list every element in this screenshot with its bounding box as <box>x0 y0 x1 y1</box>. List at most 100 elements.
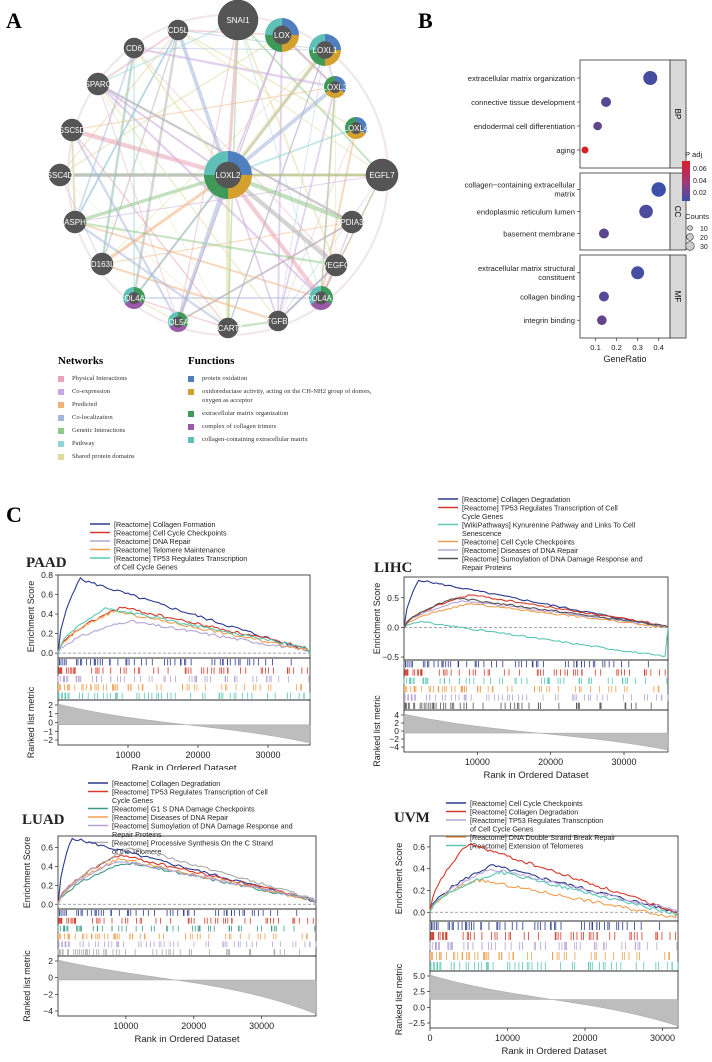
es-curve <box>57 862 317 905</box>
y-tick-label: 0.8 <box>41 570 53 580</box>
es-curve <box>57 577 311 654</box>
dot-point <box>639 204 653 219</box>
rank-tick-label: 0 <box>394 726 399 736</box>
node-circle <box>365 158 399 192</box>
legend-swatch <box>58 428 64 434</box>
hit-row <box>58 692 311 699</box>
term-label: constituent <box>538 273 576 282</box>
facet-strip <box>669 59 687 169</box>
legend-label: [WikiPathways] Kynurenine Pathway and Li… <box>462 521 636 530</box>
term-label: basement membrane <box>503 230 575 239</box>
edge <box>277 49 326 322</box>
term-label: matrix <box>554 190 575 199</box>
x-tick-label: 0.4 <box>653 343 664 352</box>
edge <box>177 29 357 129</box>
functions-legend-item: collagen-containing extracellular matrix <box>188 435 372 444</box>
dot-point <box>651 182 666 197</box>
node-label: SSC5D <box>59 126 86 135</box>
rank-axis-title: Ranked list metric <box>26 686 36 758</box>
edge <box>227 49 326 329</box>
legend-label: Co-expression <box>72 388 111 395</box>
network-edges <box>59 19 383 330</box>
legend-label: [Reactome] TP53 Regulates Transcription <box>470 816 603 825</box>
legend-label: [Reactome] TP53 Regulates Transcription … <box>112 788 268 797</box>
padj-tick: 0.04 <box>693 178 707 185</box>
y-tick-label: 0.0 <box>41 899 53 909</box>
node-label: SPARC <box>85 80 112 89</box>
edge <box>70 129 77 223</box>
es-curve <box>57 606 311 654</box>
node-circle <box>60 118 84 142</box>
x-axis-title: GeneRatio <box>603 354 646 364</box>
node-core <box>328 80 342 94</box>
edge <box>70 129 180 323</box>
node-core <box>316 41 334 59</box>
term-label: integrin binding <box>523 316 575 325</box>
legend-label: [Reactome] Extension of Telomeres <box>470 842 584 851</box>
node-circle <box>340 210 364 234</box>
counts-tick: 10 <box>700 226 708 233</box>
edge <box>320 174 383 299</box>
gsea-uvm: UVM[Reactome] Cell Cycle Checkpoints[Rea… <box>394 799 679 1057</box>
x-tick-label: 10000 <box>495 1033 520 1043</box>
y-tick-label: 0.0 <box>387 622 399 632</box>
rank-tick-label: −2 <box>43 735 53 745</box>
hit-row <box>403 702 652 709</box>
legend-label: Co-localization <box>72 414 113 421</box>
edge <box>74 47 135 223</box>
gsea-title: UVM <box>394 810 430 826</box>
gsea-title: LIHC <box>374 560 412 576</box>
legend-label: extracellular matrix organization <box>202 410 289 417</box>
x-tick-label: 10000 <box>115 750 140 760</box>
legend-swatch <box>58 376 64 382</box>
gsea-title: LUAD <box>22 812 65 828</box>
padj-tick: 0.02 <box>693 190 707 197</box>
gsea-luad: LUAD[Reactome] Collagen Degradation[Reac… <box>22 779 317 1045</box>
rank-tick-label: 4 <box>394 710 399 720</box>
legend-label: [Reactome] Telomere Maintenance <box>114 546 225 555</box>
legend-label: [Reactome] Sumoylation of DNA Damage Res… <box>462 555 643 564</box>
hit-row <box>58 667 308 674</box>
rank-tick-label: −4 <box>43 1006 53 1016</box>
y-tick-label: 0.2 <box>41 629 53 639</box>
legend-swatch <box>58 389 64 395</box>
edge <box>71 129 229 329</box>
networks-legend-title: Networks <box>58 355 104 367</box>
node-label: COL4A2 <box>119 294 150 303</box>
hit-row <box>57 925 316 932</box>
node-col4a2: COL4A2 <box>119 287 150 309</box>
node-sparc: SPARC <box>85 72 112 96</box>
legend-label: [Reactome] DNA Repair <box>114 537 191 546</box>
rank-tick-label: −2 <box>43 989 53 999</box>
x-tick-label: 0.3 <box>632 343 643 352</box>
hit-row <box>58 917 314 924</box>
y-tick-label: 0.4 <box>41 861 53 871</box>
facet-strip-label: MF <box>673 291 682 303</box>
y-tick-label: 0.6 <box>41 590 53 600</box>
hits-frame <box>57 908 317 957</box>
rank-tick-label: 2.5 <box>413 987 425 997</box>
es-curve <box>57 861 317 905</box>
edge <box>237 19 337 266</box>
node-core <box>172 316 184 328</box>
legend-label: [Reactome] DNA Double Strand Break Repai… <box>470 833 616 842</box>
node-loxl1: LOXL1 <box>309 34 341 66</box>
dot-point <box>598 291 609 302</box>
x-tick-label: 30000 <box>650 1033 675 1043</box>
legend-swatch <box>188 437 194 443</box>
es-curve <box>57 837 317 905</box>
dot-point <box>643 71 658 85</box>
node-label: SCART1 <box>212 324 244 333</box>
term-label: collagen−containing extracellular <box>465 181 576 190</box>
node-lox: LOX <box>265 18 299 52</box>
node-pdia3: PDIA3 <box>340 210 364 234</box>
es-curve <box>403 603 669 628</box>
hit-row <box>58 910 298 916</box>
panel-label-b: B <box>418 8 433 33</box>
node-circle <box>48 163 72 187</box>
node-circle <box>324 253 348 277</box>
x-tick-label: 20000 <box>181 1021 206 1031</box>
hit-row <box>430 962 679 970</box>
hit-row <box>58 941 317 948</box>
node-label: COL4A1 <box>306 294 337 303</box>
